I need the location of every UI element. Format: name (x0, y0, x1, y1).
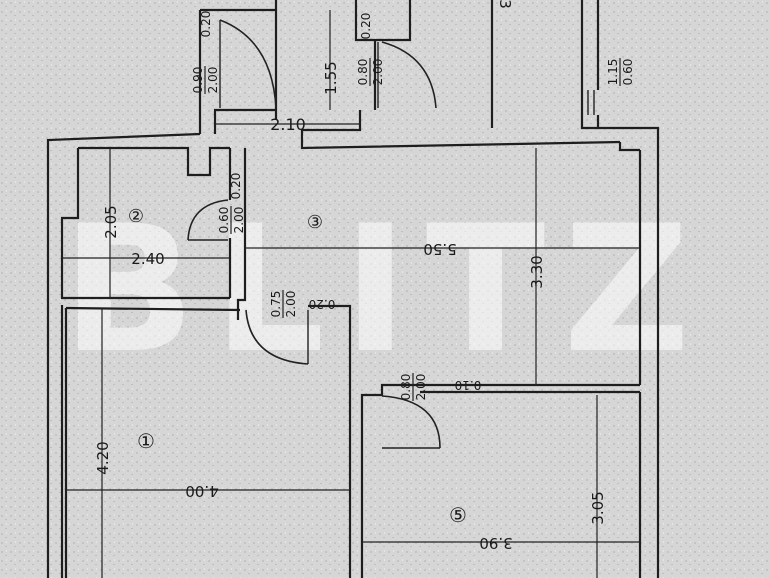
dim-room1-height: 4.20 (94, 441, 112, 474)
walls (46, 0, 660, 578)
door-d3-height: 2.00 (232, 207, 246, 234)
door-d5-height: 2.00 (414, 374, 428, 401)
room-number-1: ① (137, 429, 155, 453)
dim-room5-height: 3.05 (589, 491, 607, 524)
door-d3-width: 0.60 (217, 207, 231, 234)
wall-mark-top-left: 0.20 (199, 11, 213, 38)
door-d4-width: 0.75 (269, 291, 283, 318)
door-d1-height: 2.00 (206, 67, 220, 94)
door-d2-height: 2.00 (371, 59, 385, 86)
door-label-d4: 0.75 2.00 (269, 290, 298, 318)
door-d5-width: 0.80 (399, 374, 413, 401)
dim-room3-height: 3.30 (528, 255, 546, 288)
door-label-d1: 0.90 2.00 (191, 66, 220, 94)
door-d1-width: 0.90 (191, 67, 205, 94)
watermark: BLITZ (62, 189, 708, 392)
dim-top-door-gap: 1.55 (322, 61, 340, 94)
dim-top-corridor: 2.10 (270, 115, 306, 134)
wall-mark-room5-top: 0.10 (455, 378, 482, 392)
dim-room3-width: 5.50 (423, 240, 456, 258)
dim-room2-height: 2.05 (102, 205, 120, 238)
dim-room5-width: 3.90 (479, 534, 512, 552)
room-number-3: ③ (307, 212, 323, 233)
dimension-lines (62, 10, 640, 578)
window-height: 0.60 (621, 59, 635, 86)
wall-mark-top-mid: 0.20 (359, 13, 373, 40)
door-swings (187, 19, 595, 449)
door-d4-height: 2.00 (284, 291, 298, 318)
dim-room1-width: 4.00 (185, 482, 218, 500)
dim-room2-width: 2.40 (131, 250, 164, 268)
room-number-2: ② (128, 206, 144, 227)
door-label-d2: 0.80 2.00 (356, 58, 385, 86)
door-d2-width: 0.80 (356, 59, 370, 86)
window-width: 1.15 (606, 59, 620, 86)
window-label: 1.15 0.60 (606, 58, 635, 86)
wall-mark-room2-right: 0.20 (229, 173, 243, 200)
wall-mark-room1-top: 0.20 (309, 297, 336, 311)
room-number-5: ⑤ (449, 503, 467, 527)
door-label-d3: 0.60 2.00 (217, 206, 246, 234)
door-label-d5: 0.80 2.00 (399, 373, 428, 401)
dim-top-right: 3 (496, 0, 514, 9)
